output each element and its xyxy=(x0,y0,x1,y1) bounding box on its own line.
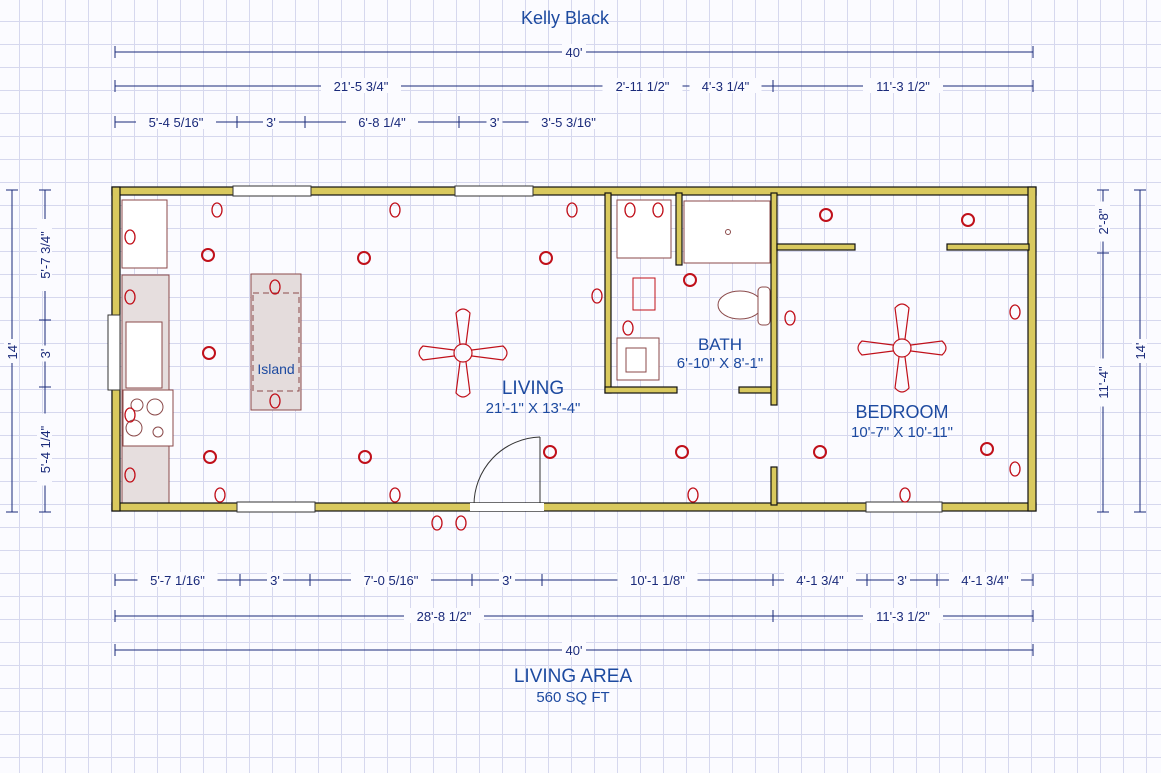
outlet-icon xyxy=(1009,461,1021,477)
dimension-label: 3' xyxy=(266,115,276,130)
outlet-icon xyxy=(389,202,401,218)
outlet-icon xyxy=(1009,304,1021,320)
dimension-label: 3' xyxy=(490,115,500,130)
bath-fixtures xyxy=(616,199,771,381)
dimension-label: 14' xyxy=(5,343,20,360)
recessed-light-icon xyxy=(683,273,697,287)
outlet-icon xyxy=(566,202,578,218)
dimension-label: 21'-5 3/4" xyxy=(334,79,389,94)
dimension-label: 11'-3 1/2" xyxy=(876,609,930,624)
recessed-light-icon xyxy=(539,251,553,265)
outlet-icon xyxy=(622,320,634,336)
dimension-label: 3' xyxy=(897,573,907,588)
bath-label: BATH xyxy=(698,335,742,354)
dimension-label: 5'-7 3/4" xyxy=(38,231,53,279)
bath-size: 6'-10" X 8'-1" xyxy=(677,355,763,372)
dimension-label: 11'-4" xyxy=(1096,366,1111,399)
recessed-light-icon xyxy=(819,208,833,222)
kitchen-cabinets xyxy=(121,199,174,504)
recessed-light-icon xyxy=(543,445,557,459)
island-label: Island xyxy=(257,361,294,377)
recessed-light-icon xyxy=(201,248,215,262)
dimension-label: 11'-3 1/2" xyxy=(876,79,930,94)
plan-title: Kelly Black xyxy=(521,8,610,28)
dimension-label: 10'-1 1/8" xyxy=(630,573,685,588)
outlet-icon xyxy=(124,229,136,245)
outlet-icon xyxy=(624,202,636,218)
recessed-light-icon xyxy=(357,251,371,265)
recessed-light-icon xyxy=(202,346,216,360)
outlet-icon xyxy=(214,487,226,503)
dimension-label: 5'-4 1/4" xyxy=(38,425,53,473)
outlet-icon xyxy=(687,487,699,503)
outlet-icon xyxy=(591,288,603,304)
dimension-label: 2'-11 1/2" xyxy=(616,79,670,94)
outlet-icon xyxy=(124,407,136,423)
recessed-light-icon xyxy=(675,445,689,459)
outlet-icon xyxy=(455,515,467,531)
ceiling-fans xyxy=(418,303,947,398)
dimension-label: 4'-1 3/4" xyxy=(796,573,844,588)
dimension-label: 40' xyxy=(566,643,583,658)
outlet-icon xyxy=(784,310,796,326)
outlet-icon xyxy=(124,467,136,483)
bedroom-label: BEDROOM xyxy=(855,402,948,422)
dimension-label: 5'-4 5/16" xyxy=(149,115,204,130)
dimension-label: 6'-8 1/4" xyxy=(358,115,406,130)
dimension-label: 14' xyxy=(1133,343,1148,360)
outlet-icon xyxy=(211,202,223,218)
dimension-label: 5'-7 1/16" xyxy=(150,573,205,588)
dimension-label: 2'-8" xyxy=(1096,208,1111,234)
ceiling-fan-icon xyxy=(857,303,947,393)
recessed-light-icon xyxy=(980,442,994,456)
dimension-label: 3' xyxy=(502,573,512,588)
living-area-value: 560 SQ FT xyxy=(536,689,609,706)
outlet-icon xyxy=(269,279,281,295)
outlet-icon xyxy=(269,393,281,409)
windows xyxy=(107,185,943,513)
outlet-icon xyxy=(652,202,664,218)
dimension-label: 7'-0 5/16" xyxy=(364,573,419,588)
electrical-fixtures xyxy=(124,202,1021,531)
living-area-label: LIVING AREA xyxy=(514,666,633,687)
dimension-label: 3'-5 3/16" xyxy=(541,115,596,130)
living-room-label: LIVING xyxy=(502,378,564,399)
recessed-light-icon xyxy=(358,450,372,464)
entry-door[interactable] xyxy=(470,436,544,511)
recessed-light-icon xyxy=(961,213,975,227)
dimension-label: 4'-3 1/4" xyxy=(702,79,750,94)
dimension-label: 4'-1 3/4" xyxy=(961,573,1009,588)
kitchen-island: Island xyxy=(250,273,302,411)
dimension-lines: 40' 21'-5 3/4" 2'-11 1/2" 4'-3 1/4" 11'-3 1/… xyxy=(4,44,1148,658)
dimension-label: 3' xyxy=(38,349,53,359)
dimension-label: 3' xyxy=(270,573,280,588)
outlet-icon xyxy=(431,515,443,531)
dimension-label: 40' xyxy=(566,45,583,60)
ceiling-fan-icon xyxy=(418,308,508,398)
recessed-light-icon xyxy=(813,445,827,459)
bedroom-size: 10'-7" X 10'-11" xyxy=(851,424,953,441)
outlet-icon xyxy=(389,487,401,503)
living-room-size: 21'-1" X 13'-4" xyxy=(486,400,581,417)
outlet-icon xyxy=(124,289,136,305)
recessed-light-icon xyxy=(203,450,217,464)
outlet-icon xyxy=(899,487,911,503)
dimension-label: 28'-8 1/2" xyxy=(417,609,472,624)
